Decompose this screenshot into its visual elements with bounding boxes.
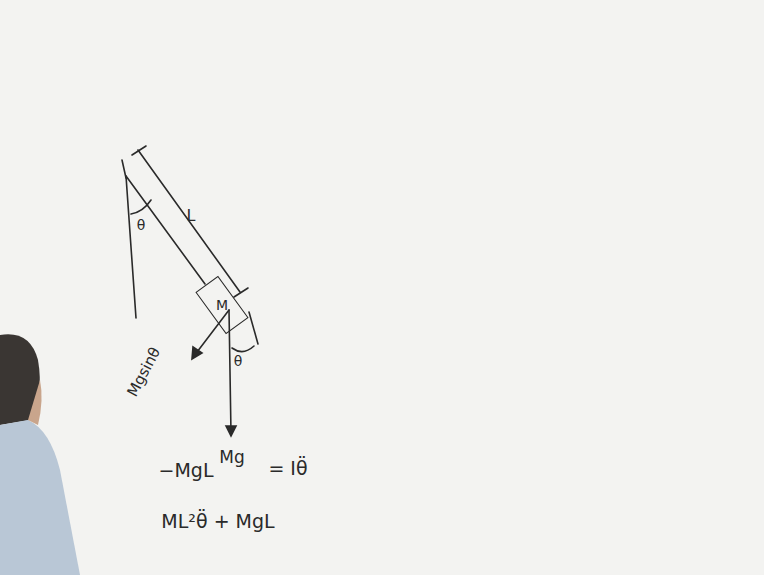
equation-text: −MgL	[159, 460, 214, 481]
equation-text: = Iθ̈	[268, 458, 307, 479]
force-label: Mgsinθ	[124, 345, 164, 400]
length-label: L	[187, 207, 196, 225]
mass-label: M	[216, 297, 228, 313]
equation-text: ML²θ̈ + MgL	[161, 511, 274, 532]
force-label: Mg	[219, 448, 244, 467]
angle-label: θ	[234, 354, 243, 369]
mass-box: M	[195, 276, 248, 335]
angle-label: θ	[137, 218, 146, 233]
